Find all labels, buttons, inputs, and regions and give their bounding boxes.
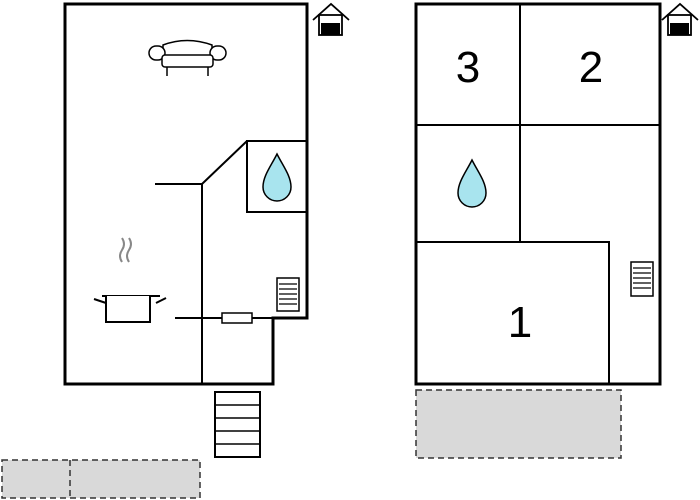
room-2-label: 2 xyxy=(579,43,603,92)
water-drop-icon xyxy=(262,152,292,202)
water-drop-icon xyxy=(457,158,487,208)
cooking-pot-icon xyxy=(93,237,167,323)
house-icon xyxy=(661,2,699,36)
upper-floor-partitions xyxy=(416,4,660,384)
upper-floor: 3 2 1 xyxy=(414,2,699,459)
room-1-label: 1 xyxy=(508,298,532,347)
radiator-icon xyxy=(276,277,300,312)
door-icon xyxy=(221,312,253,324)
ground-floor-bathroom-wall xyxy=(246,140,308,213)
radiator-icon xyxy=(630,261,654,297)
house-icon xyxy=(312,2,350,36)
upper-floor-outer-wall xyxy=(414,2,662,386)
room-3-label: 3 xyxy=(456,43,480,92)
ground-floor-partition xyxy=(155,140,248,384)
ground-floor xyxy=(1,2,350,499)
stairs-icon xyxy=(214,391,261,458)
ground-floor-terrace xyxy=(1,459,201,499)
upper-floor-terrace xyxy=(415,389,622,459)
sofa-icon xyxy=(148,39,227,76)
